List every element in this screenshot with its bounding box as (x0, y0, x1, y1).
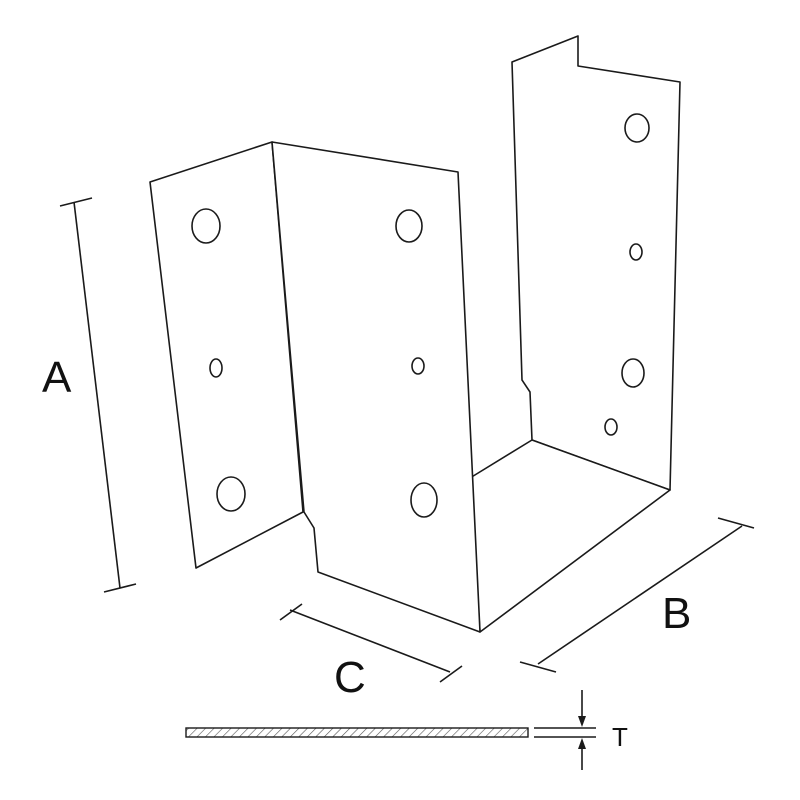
dimension-b-tick-bottom (519, 661, 557, 673)
dimension-c-line (289, 609, 451, 673)
front-face-hole-large-top (395, 209, 423, 243)
left-flange-hole-large-top (191, 208, 221, 244)
thickness-arrow-top-head (578, 716, 586, 727)
right-flange-hole-large-top (624, 113, 650, 143)
dimension-c: C (279, 603, 463, 702)
dimension-c-tick-right (439, 665, 463, 683)
dimension-a-label: A (42, 353, 72, 402)
right-flange-outline (511, 35, 681, 491)
dimension-a-tick-top (59, 197, 93, 207)
dimension-a: A (42, 197, 137, 593)
thickness-section: T (185, 690, 628, 770)
right-flange-hole-small-1 (629, 243, 643, 261)
thickness-arrow-bottom-head (578, 738, 586, 749)
right-side-flange (511, 35, 681, 491)
thickness-label: T (612, 722, 628, 752)
dimension-b-tick-top (717, 517, 755, 529)
left-side-flange (149, 141, 304, 569)
right-flange-hole-small-2 (604, 418, 618, 436)
dimension-b-label: B (662, 589, 691, 638)
front-face (271, 141, 481, 633)
dimension-a-line (73, 201, 121, 589)
front-face-hole-small (411, 357, 425, 375)
left-flange-outline (149, 141, 304, 569)
left-flange-hole-large-bottom (216, 476, 246, 512)
dimension-c-label: C (334, 653, 366, 702)
dimension-b-line (537, 525, 743, 665)
dimension-b: B (519, 517, 755, 673)
left-flange-hole-small (209, 358, 223, 378)
front-face-outline (271, 141, 481, 633)
plate-cross-section (185, 727, 529, 738)
dimension-c-tick-left (279, 603, 303, 621)
front-face-hole-large-bottom (410, 482, 438, 518)
right-flange-hole-large-mid (621, 358, 645, 388)
dimension-a-tick-bottom (103, 583, 137, 593)
